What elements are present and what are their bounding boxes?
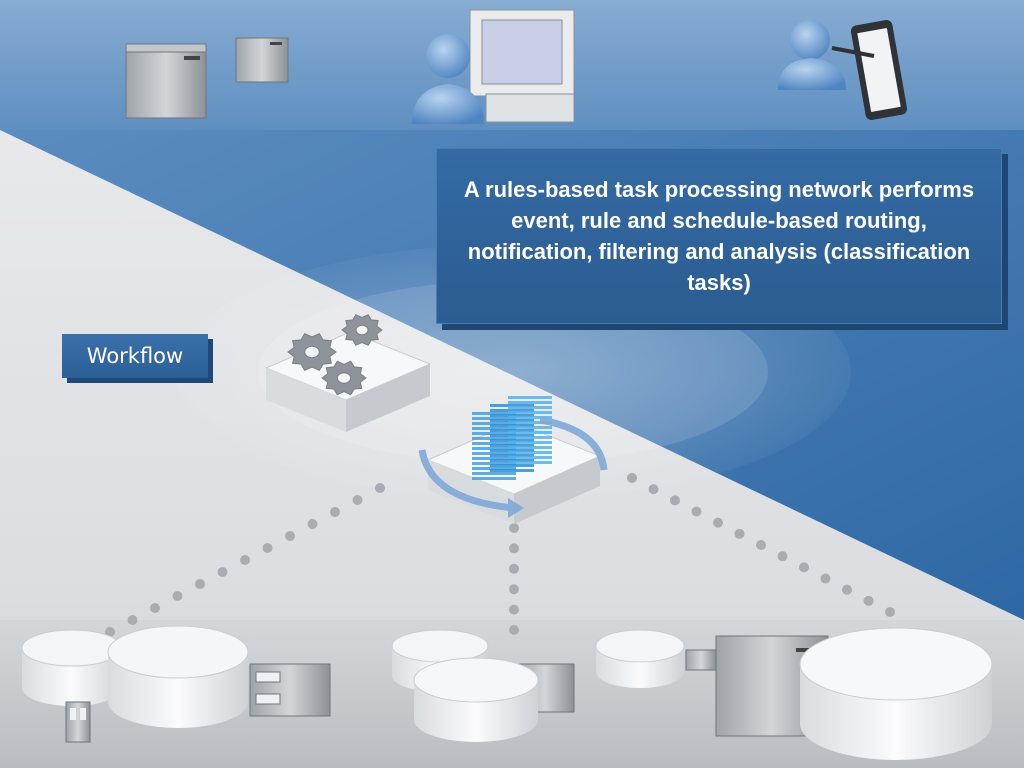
document-stripe: [472, 452, 516, 455]
document-stripe: [472, 417, 516, 420]
connector-dot: [509, 523, 519, 533]
connector-dot: [820, 573, 831, 584]
document-stripe: [490, 424, 534, 427]
connector-dot: [509, 563, 519, 574]
connector-dot: [240, 555, 250, 565]
connector-icon: [65, 663, 331, 743]
connector-dot: [150, 603, 160, 613]
connector-dot: [105, 627, 115, 637]
document-stripe: [508, 421, 552, 424]
gears-icon: [264, 314, 432, 432]
document-stripe: [508, 436, 552, 439]
document-stripe: [472, 462, 516, 465]
workflow-label: Workflow: [62, 334, 208, 378]
document-stripe: [472, 472, 516, 475]
connector-dot: [799, 562, 809, 573]
connector-dot: [509, 584, 519, 595]
connector-dot: [195, 579, 205, 589]
connector-dot: [285, 531, 295, 541]
connector-dot: [756, 540, 766, 550]
document-stripe: [508, 406, 552, 409]
document-stripe: [508, 451, 552, 454]
connector-dot: [627, 473, 637, 483]
document-stripe: [490, 469, 534, 472]
cycle-arrow-icon: [418, 416, 608, 518]
connector-dot: [691, 506, 702, 517]
document-stripe: [490, 459, 534, 462]
document-stripe: [490, 419, 534, 422]
connector-lines: [105, 473, 895, 637]
document-stripe: [508, 401, 552, 404]
gear-hole: [355, 324, 369, 336]
connector-dot: [217, 567, 228, 577]
document-stripe: [472, 427, 516, 430]
connector-dot: [509, 625, 519, 635]
document-stripe: [490, 434, 534, 437]
document-stripe: [508, 456, 552, 459]
document-stripe: [490, 444, 534, 447]
connector-dot: [262, 543, 273, 553]
connector-dot: [330, 507, 340, 517]
connector-dot: [509, 604, 519, 615]
connector-dot: [172, 591, 183, 601]
callout-box: A rules-based task processing network pe…: [436, 148, 1002, 324]
connector-dot: [127, 615, 138, 625]
connector-dot: [307, 519, 318, 529]
connector-dot: [777, 551, 788, 562]
document-stripe: [508, 396, 552, 399]
document-stripe: [490, 464, 534, 467]
connector-dot: [509, 543, 519, 554]
document-stripe: [490, 404, 534, 407]
connector-dot: [352, 495, 363, 505]
document-stripe: [472, 467, 516, 470]
server-icon: [125, 43, 207, 119]
document-stripe: [508, 461, 552, 464]
document-stripe: [472, 412, 516, 415]
gear-hole: [304, 345, 320, 359]
document-stripe: [508, 426, 552, 429]
connector-dot: [375, 483, 385, 493]
document-stripe: [472, 477, 516, 480]
callout-text: A rules-based task processing network pe…: [463, 177, 975, 295]
database-icon: [21, 625, 249, 728]
connector-dot: [863, 595, 874, 606]
document-stripe: [508, 431, 552, 434]
document-stripe: [472, 442, 516, 445]
database-icon: [391, 629, 575, 742]
document-stripe: [472, 457, 516, 460]
document-stripe: [472, 437, 516, 440]
connector-dot: [713, 517, 723, 528]
document-stripe: [508, 441, 552, 444]
gear-hole: [336, 372, 352, 384]
document-stripe: [490, 429, 534, 432]
document-stripe: [490, 439, 534, 442]
user-computer-icon: [412, 9, 575, 124]
document-stripe: [508, 416, 552, 419]
document-stripe: [472, 432, 516, 435]
document-stripe: [472, 422, 516, 425]
document-stripe: [490, 449, 534, 452]
user-tablet-icon: [778, 20, 908, 120]
connector-dot: [842, 584, 852, 595]
document-stripe: [508, 446, 552, 449]
document-stripe: [490, 454, 534, 457]
document-stripe: [472, 447, 516, 450]
connector-dot: [734, 528, 745, 539]
connector-dot: [885, 607, 895, 617]
document-stripe: [490, 409, 534, 412]
server-icon: [235, 37, 289, 83]
connector-dot: [670, 495, 680, 506]
connector-dot: [648, 484, 659, 495]
document-stripe: [490, 414, 534, 417]
document-stripe: [508, 411, 552, 414]
database-icon: [595, 627, 993, 760]
